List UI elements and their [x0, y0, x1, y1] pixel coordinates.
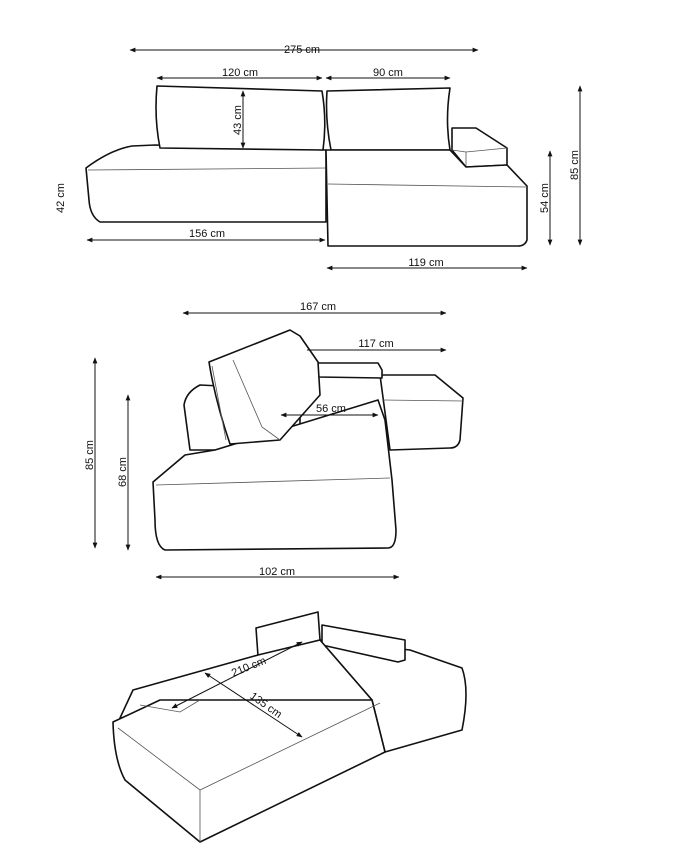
total-width-label: 275 cm: [284, 44, 320, 56]
bed-chaise: [319, 639, 467, 753]
chaise-width-label: 119 cm: [408, 257, 443, 269]
seat-block-height-label: 68 cm: [117, 457, 129, 487]
seat-depth-label: 56 cm: [316, 403, 346, 415]
sofa-depth-label: 156 cm: [189, 228, 225, 240]
bed-view: 210 cm 135 cm: [112, 611, 467, 843]
back-height-label: 43 cm: [232, 105, 244, 135]
total-height-label: 85 cm: [569, 150, 581, 180]
back-left-width-label: 120 cm: [222, 67, 258, 79]
chaise-side: [379, 374, 464, 451]
side-depth-label: 102 cm: [259, 566, 295, 578]
side-total-height-label: 85 cm: [84, 440, 96, 470]
back-right-width-label: 90 cm: [373, 67, 403, 79]
side-armrest: [317, 362, 383, 379]
bed-front-block: [112, 699, 386, 843]
seat-height-label: 42 cm: [55, 183, 67, 213]
back-cushion-left: [155, 85, 326, 151]
front-view: 275 cm 120 cm 90 cm 43 cm 42 cm 156 cm 1…: [55, 44, 583, 271]
side-seat-block: [152, 399, 397, 551]
chaise: [325, 149, 528, 247]
total-length-label: 167 cm: [300, 301, 336, 313]
back-cushion-right: [325, 87, 451, 151]
front-seat-left: [85, 144, 327, 223]
chaise-length-label: 117 cm: [358, 338, 393, 350]
chaise-height-label: 54 cm: [539, 183, 551, 213]
side-view: 167 cm 117 cm 56 cm 85 cm 68 cm 102 cm: [84, 301, 464, 580]
